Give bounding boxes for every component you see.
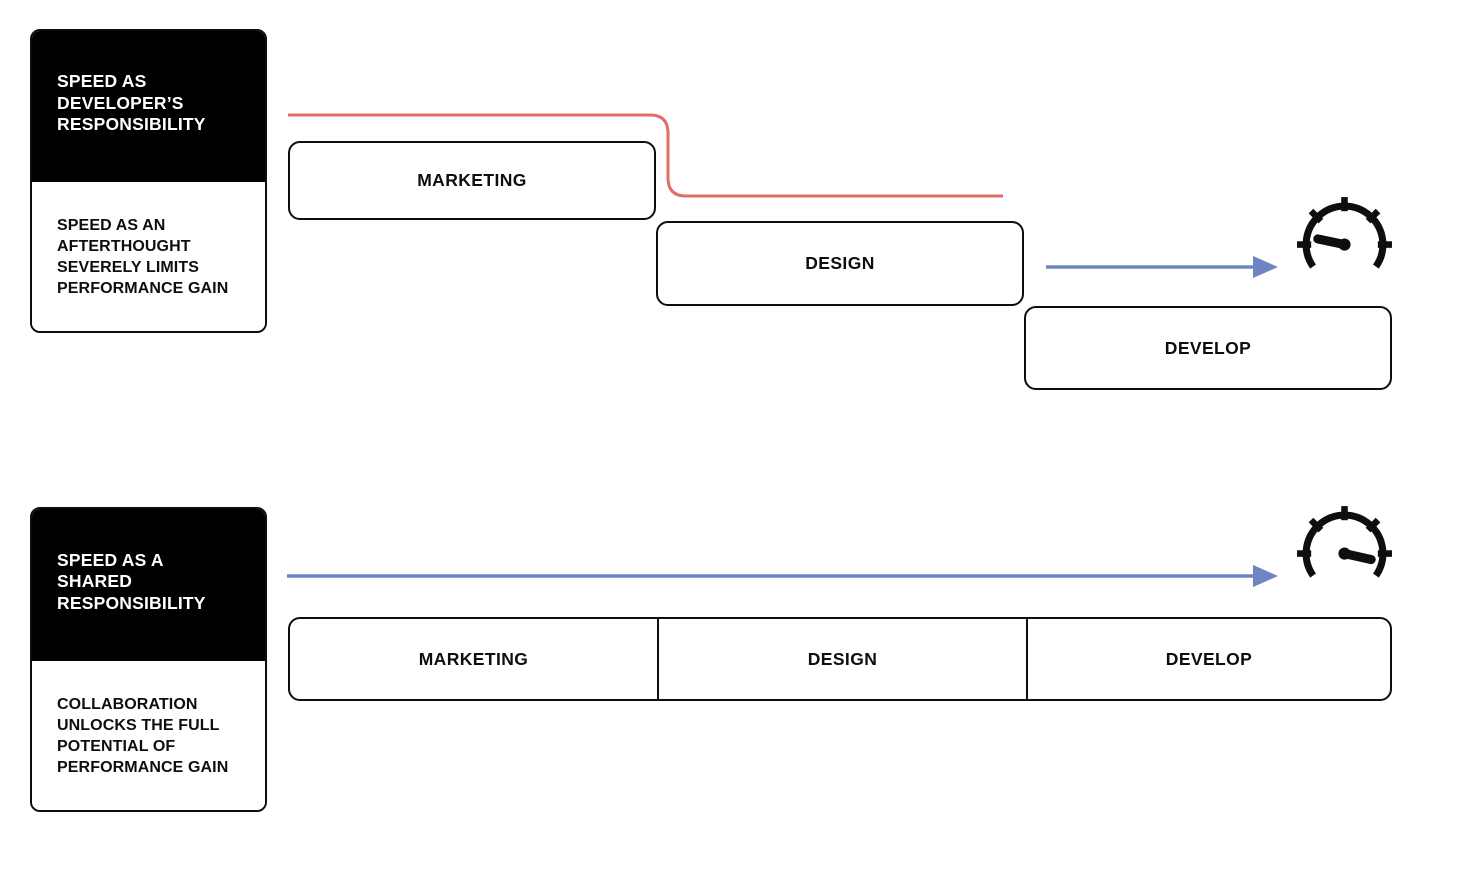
speedometer-high-icon (1297, 506, 1392, 578)
stage-label: DEVELOP (1165, 648, 1253, 669)
timeline-cell-develop: DEVELOP (1026, 619, 1390, 699)
speed-gain-arrow-short (1046, 256, 1278, 278)
card-title: SPEED AS DEVELOPER’S RESPONSIBILITY (57, 71, 206, 135)
stage-box-develop: DEVELOP (1024, 306, 1392, 390)
stage-label: DEVELOP (1164, 337, 1252, 358)
stage-box-marketing: MARKETING (288, 141, 656, 220)
card-header: SPEED AS DEVELOPER’S RESPONSIBILITY (32, 31, 265, 182)
timeline-cell-design: DESIGN (657, 619, 1026, 699)
stage-label: MARKETING (418, 648, 529, 669)
summary-card-waterfall: SPEED AS DEVELOPER’S RESPONSIBILITY SPEE… (30, 29, 267, 333)
handoff-delay-line (288, 113, 1003, 198)
card-header: SPEED AS A SHARED RESPONSIBILITY (32, 509, 265, 661)
stage-label: DESIGN (807, 648, 878, 669)
stage-label: MARKETING (417, 170, 527, 190)
speed-gain-arrow-long (287, 565, 1278, 587)
card-subtitle: COLLABORATION UNLOCKS THE FULL POTENTIAL… (57, 695, 229, 776)
timeline-cell-marketing: MARKETING (290, 619, 657, 699)
card-title: SPEED AS A SHARED RESPONSIBILITY (57, 549, 206, 613)
card-subtitle: SPEED AS AN AFTERTHOUGHT SEVERELY LIMITS… (57, 216, 229, 297)
card-body: COLLABORATION UNLOCKS THE FULL POTENTIAL… (32, 661, 265, 810)
stage-label: DESIGN (805, 253, 875, 273)
shared-timeline-row: MARKETING DESIGN DEVELOP (288, 617, 1392, 701)
speedometer-low-icon (1297, 197, 1392, 269)
card-body: SPEED AS AN AFTERTHOUGHT SEVERELY LIMITS… (32, 182, 265, 331)
stage-box-design: DESIGN (656, 221, 1024, 306)
summary-card-shared: SPEED AS A SHARED RESPONSIBILITY COLLABO… (30, 507, 267, 812)
